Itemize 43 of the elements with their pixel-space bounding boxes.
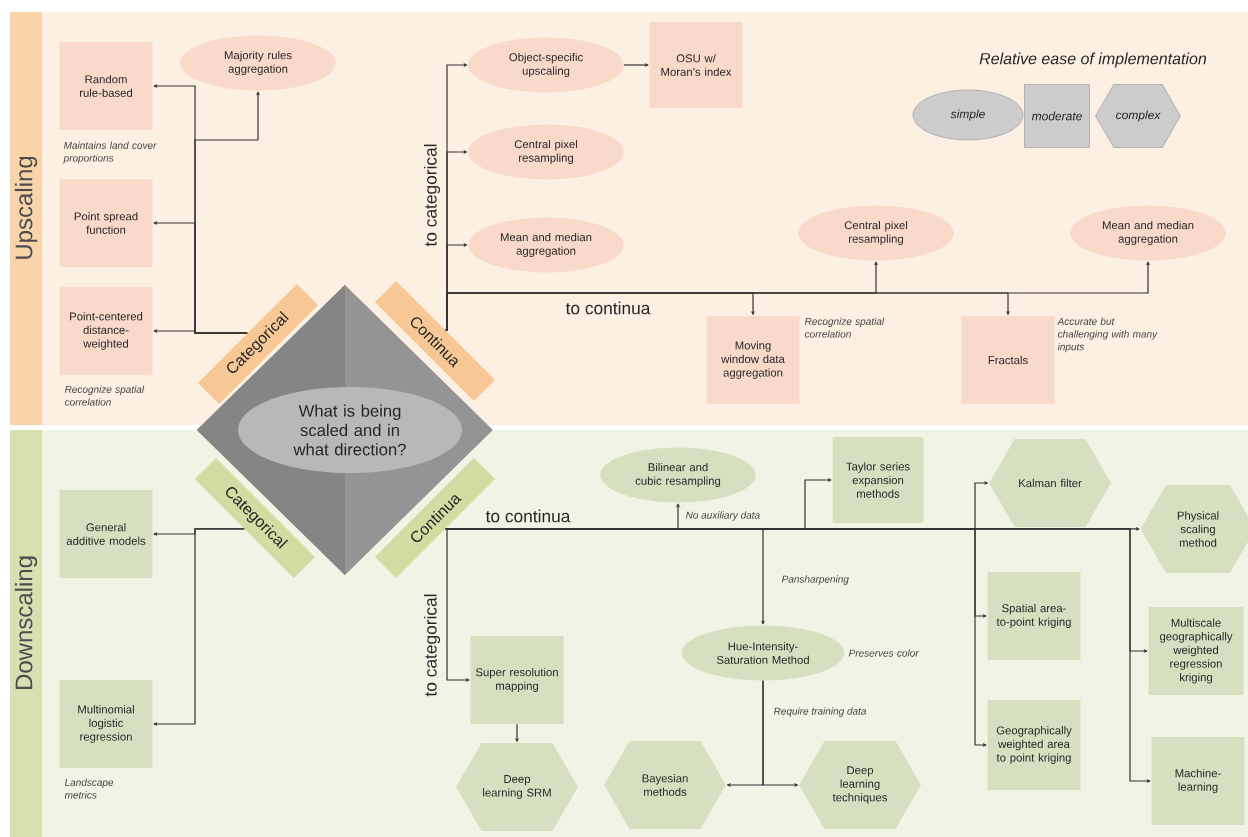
method-box: Super resolution mapping xyxy=(470,636,564,724)
legend-item: simple xyxy=(912,89,1024,141)
method-hexagon: Deep learning SRM xyxy=(456,743,578,831)
edge-label: No auxiliary data xyxy=(684,510,762,522)
note-text: Accurate but challenging with many inputs xyxy=(1057,317,1158,353)
note-text: Maintains land cover proportions xyxy=(63,141,157,164)
method-box: Multinomial logistic regression xyxy=(59,680,153,768)
arrow xyxy=(762,680,799,787)
direction-label: to categorical xyxy=(423,144,441,247)
method-box: Machine-learning xyxy=(1151,737,1245,825)
arrow xyxy=(515,723,519,743)
method-box: Fractals xyxy=(961,316,1055,404)
method-hexagon: Deep learning techniques xyxy=(799,741,921,829)
legend-item: moderate xyxy=(1024,84,1090,148)
edge-label: Pansharpening xyxy=(780,574,851,586)
method-box: Random rule-based xyxy=(59,42,153,130)
arrow xyxy=(153,329,248,334)
method-box: Spatial area-to-point kriging xyxy=(987,572,1081,660)
method-box: Point-centered distance-weighted xyxy=(59,287,153,375)
arrow xyxy=(445,261,1150,331)
note-text: Landscape metrics xyxy=(64,778,114,799)
method-box: Taylor series expansion methods xyxy=(832,437,924,523)
method-box: Moving window data aggregation xyxy=(706,316,800,404)
method-box: OSU w/ Moran’s index xyxy=(649,22,743,108)
note-text: Recognize spatial correlation xyxy=(64,385,145,406)
edge-label: Require training data xyxy=(772,706,868,718)
note-text: Preserves color xyxy=(848,649,919,657)
method-box: Point spread function xyxy=(59,179,153,267)
legend-item: complex xyxy=(1095,84,1181,148)
direction-label: to continua xyxy=(565,301,651,315)
method-box: Geographically weighted area to point kriging xyxy=(987,700,1081,790)
direction-label: to categorical xyxy=(423,594,441,697)
method-hexagon: Bayesian methods xyxy=(604,741,726,829)
arrow xyxy=(153,528,245,726)
direction-label: Relative ease of implementation xyxy=(979,52,1207,68)
arrow xyxy=(445,528,470,682)
arrow xyxy=(445,528,1151,783)
method-hexagon: Physical scaling method xyxy=(1140,485,1248,573)
method-hexagon: Kalman filter xyxy=(989,439,1111,527)
note-text: Recognize spatial correlation xyxy=(804,317,885,338)
arrow xyxy=(623,63,649,67)
method-box: General additive models xyxy=(59,490,153,578)
method-box: Multiscale geographically weighted regression kriging xyxy=(1148,607,1244,695)
